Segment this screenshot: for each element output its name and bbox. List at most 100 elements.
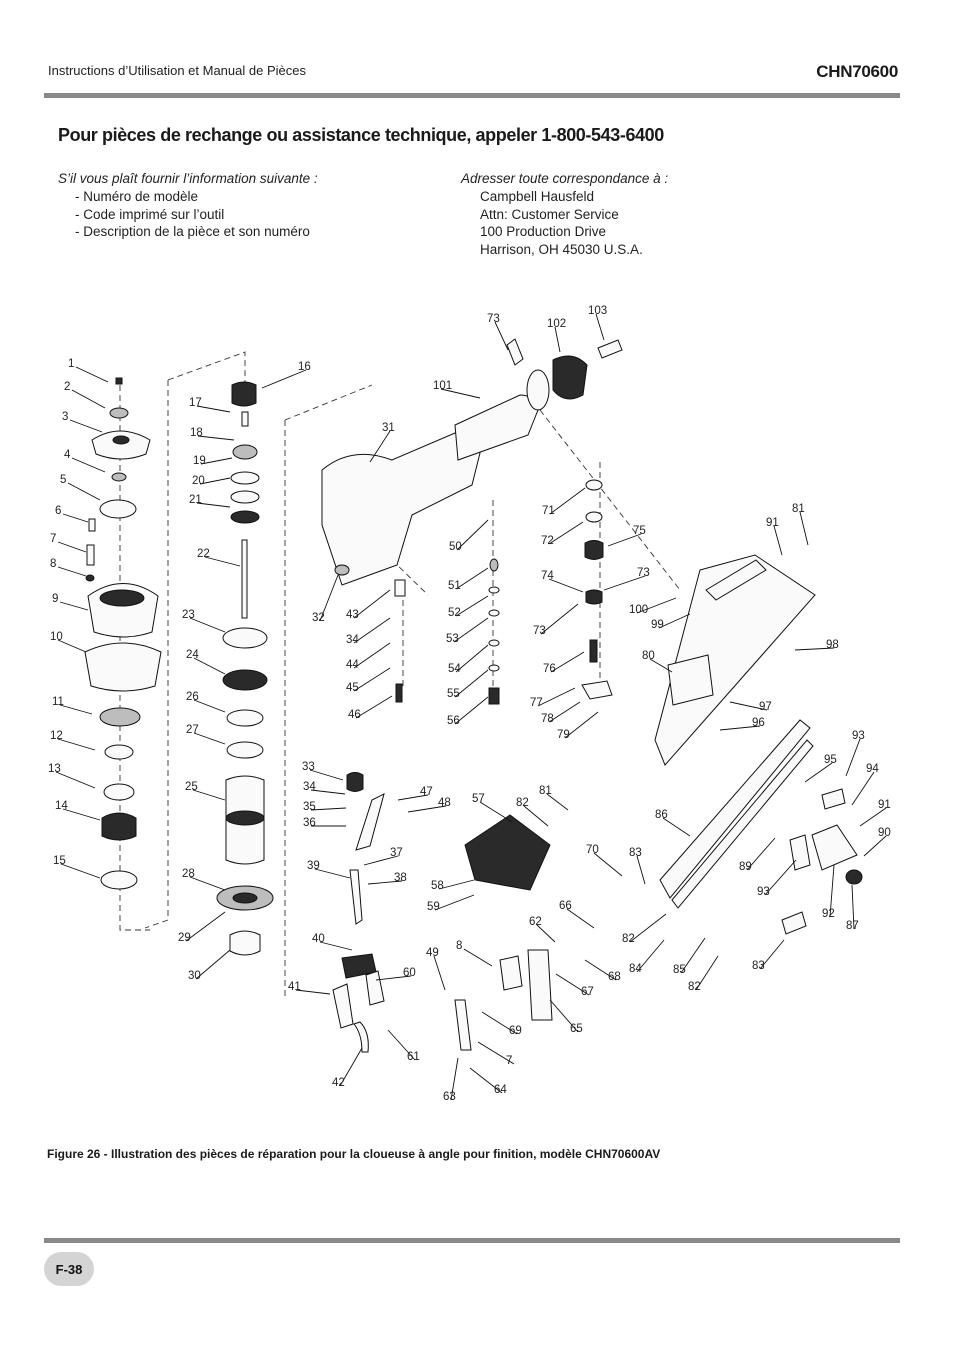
header-rule bbox=[44, 93, 900, 98]
part-callout: 23 bbox=[182, 609, 195, 621]
part-callout: 69 bbox=[509, 1025, 522, 1037]
part-callout: 36 bbox=[303, 817, 316, 829]
callout-leader bbox=[829, 864, 835, 918]
part-callout: 32 bbox=[312, 612, 325, 624]
callout-leader bbox=[851, 771, 875, 806]
callout-leader bbox=[695, 955, 719, 991]
address-line: Attn: Customer Service bbox=[480, 206, 619, 222]
callout-leader bbox=[204, 556, 241, 567]
part-callout: 73 bbox=[637, 567, 650, 579]
callout-leader bbox=[438, 879, 475, 890]
callout-leader bbox=[479, 801, 513, 823]
callout-leader bbox=[636, 597, 677, 614]
callout-leader bbox=[193, 732, 226, 745]
callout-leader bbox=[455, 567, 489, 590]
part-callout: 39 bbox=[307, 860, 320, 872]
callout-leader bbox=[593, 852, 623, 877]
part-callout: 42 bbox=[332, 1077, 345, 1089]
part-callout: 82 bbox=[516, 797, 529, 809]
callout-leader bbox=[192, 789, 226, 801]
callout-leader bbox=[804, 762, 833, 783]
part-callout: 47 bbox=[420, 786, 433, 798]
part-callout: 51 bbox=[448, 580, 461, 592]
part-callout: 102 bbox=[547, 318, 566, 330]
part-callout: 31 bbox=[382, 422, 395, 434]
callout-leader bbox=[863, 835, 887, 857]
part-callout: 50 bbox=[449, 541, 462, 553]
part-callout: 38 bbox=[394, 872, 407, 884]
part-callout: 56 bbox=[447, 715, 460, 727]
callout-leader bbox=[584, 959, 617, 981]
part-callout: 10 bbox=[50, 631, 63, 643]
exploded-parts-diagram: 1234567891011121314151617181920212223242… bbox=[48, 305, 891, 1103]
part-callout: 4 bbox=[64, 449, 71, 461]
callout-leader bbox=[387, 1029, 416, 1061]
part-callout: 82 bbox=[688, 981, 701, 993]
part-callout: 34 bbox=[303, 781, 316, 793]
callout-leader bbox=[407, 805, 447, 813]
callout-leader bbox=[310, 807, 347, 811]
callout-leader bbox=[375, 975, 412, 981]
callout-leader bbox=[200, 457, 233, 465]
part-callout: 43 bbox=[346, 609, 359, 621]
callout-leader bbox=[746, 837, 776, 871]
part-callout: 98 bbox=[826, 639, 839, 651]
callout-leader bbox=[662, 817, 691, 837]
callout-leader bbox=[548, 578, 584, 593]
part-callout: 71 bbox=[542, 505, 555, 517]
callout-leader bbox=[57, 566, 87, 577]
callout-leader bbox=[463, 948, 493, 967]
part-callout: 79 bbox=[557, 729, 570, 741]
part-callout: 8 bbox=[50, 558, 56, 570]
callout-leader bbox=[62, 808, 101, 821]
callout-leader bbox=[455, 644, 489, 673]
part-callout: 101 bbox=[433, 380, 452, 392]
callout-leader bbox=[189, 876, 226, 891]
part-callout: 14 bbox=[55, 800, 68, 812]
callout-leader bbox=[564, 711, 599, 739]
part-callout: 18 bbox=[190, 427, 203, 439]
page-title: Pour pièces de rechange ou assistance te… bbox=[58, 125, 664, 145]
callout-leader bbox=[546, 793, 569, 811]
callout-leader bbox=[603, 575, 646, 591]
part-callout: 73 bbox=[487, 313, 500, 325]
callout-leader bbox=[794, 647, 835, 651]
callout-leader bbox=[367, 880, 403, 885]
part-callout: 35 bbox=[303, 801, 316, 813]
callout-leader bbox=[55, 771, 96, 789]
part-callout: 24 bbox=[186, 649, 199, 661]
tool-housing-handle bbox=[321, 338, 623, 586]
callout-leader bbox=[319, 574, 339, 622]
callout-leader bbox=[69, 419, 103, 433]
part-callout: 8 bbox=[456, 940, 462, 952]
part-callout: 49 bbox=[426, 947, 439, 959]
part-callout: 97 bbox=[759, 701, 772, 713]
callout-leader bbox=[57, 639, 87, 653]
callout-leader bbox=[477, 1041, 515, 1065]
callout-leader bbox=[353, 617, 391, 644]
callout-leader bbox=[193, 699, 226, 713]
callout-leader bbox=[549, 999, 579, 1033]
part-callout: 61 bbox=[407, 1051, 420, 1063]
part-callout: 82 bbox=[622, 933, 635, 945]
part-callout: 1 bbox=[68, 358, 74, 370]
callout-leader bbox=[764, 859, 797, 896]
part-callout: 25 bbox=[185, 781, 198, 793]
part-callout: 92 bbox=[822, 908, 835, 920]
callout-leader bbox=[369, 430, 391, 463]
part-callout: 103 bbox=[588, 305, 607, 317]
callout-leader bbox=[536, 924, 556, 943]
part-callout: 54 bbox=[448, 663, 461, 675]
callout-leader bbox=[566, 908, 595, 929]
callout-leader bbox=[295, 989, 331, 995]
callout-leader bbox=[845, 738, 861, 777]
callout-leader bbox=[196, 502, 231, 508]
part-callout: 11 bbox=[52, 696, 64, 708]
callout-numbers: 1234567891011121314151617181920212223242… bbox=[48, 305, 891, 1103]
part-callout: 19 bbox=[193, 455, 206, 467]
part-callout: 52 bbox=[448, 607, 461, 619]
callout-leader bbox=[548, 701, 581, 723]
callout-leader bbox=[397, 794, 429, 801]
part-callout: 63 bbox=[443, 1091, 456, 1103]
callout-leader bbox=[434, 894, 475, 911]
